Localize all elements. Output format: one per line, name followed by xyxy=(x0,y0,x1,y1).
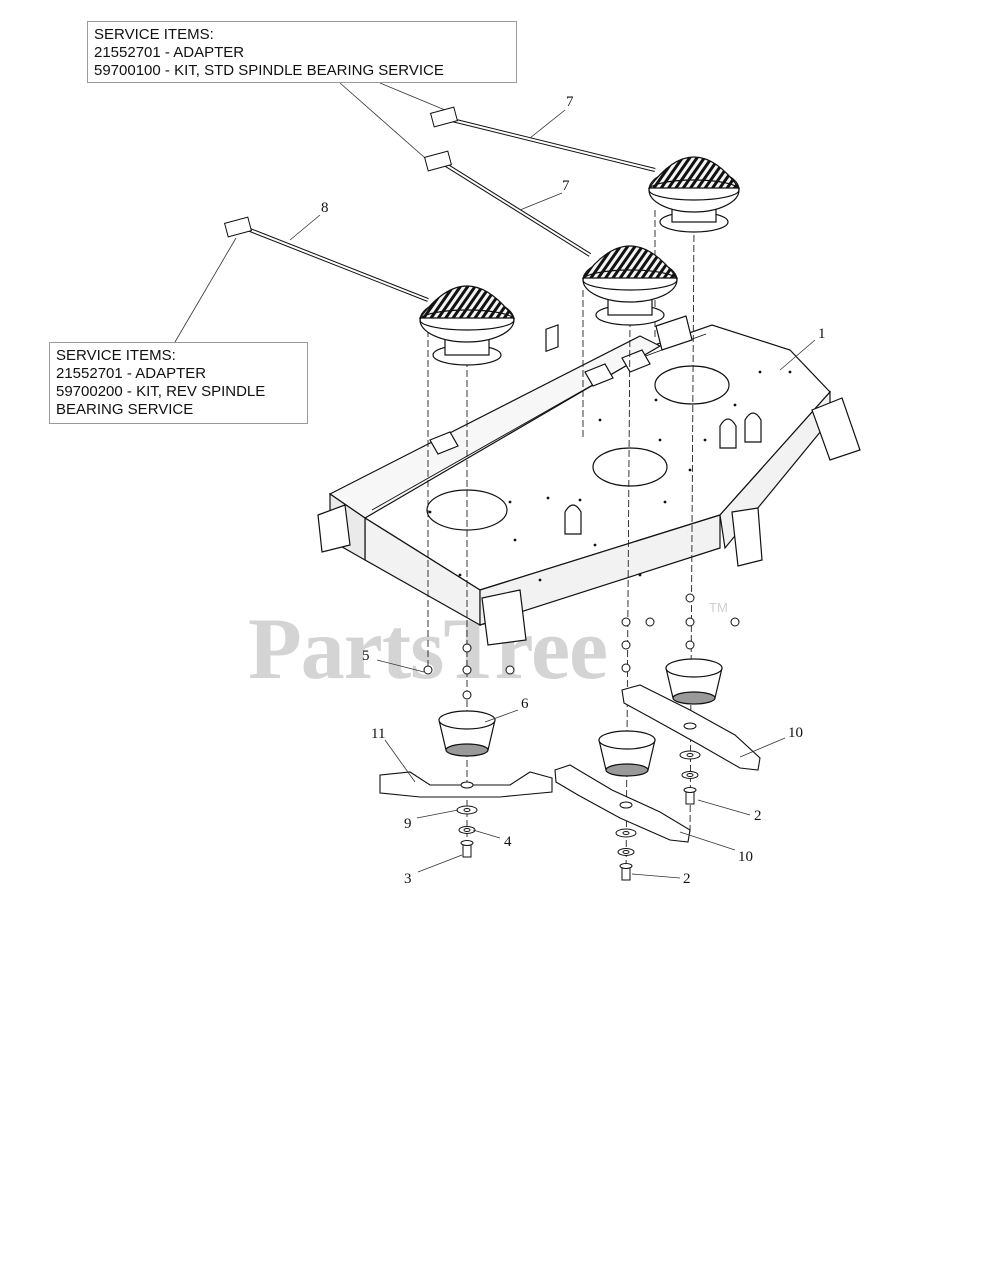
service-line: BEARING SERVICE xyxy=(56,401,194,418)
watermark-trademark: TM xyxy=(709,600,728,615)
callout-10-right: 10 xyxy=(788,725,803,741)
callout-2-center: 2 xyxy=(683,871,691,887)
callout-leaders xyxy=(289,109,816,879)
watermark: PartsTree TM xyxy=(248,600,728,698)
service-line: 21552701 - ADAPTER xyxy=(56,365,207,382)
callout-11: 11 xyxy=(371,726,385,742)
watermark-text: PartsTree xyxy=(248,601,607,698)
mower-deck xyxy=(317,315,861,646)
service-line: SERVICE ITEMS: xyxy=(56,347,176,364)
washers-and-bolts xyxy=(456,750,701,881)
harness-connectors xyxy=(223,106,459,238)
callout-3: 3 xyxy=(404,871,412,887)
blade-center-holes xyxy=(460,722,697,809)
mower-blades xyxy=(379,684,761,843)
callout-numbers: 1 7 7 8 5 6 11 10 9 4 3 2 10 2 xyxy=(321,94,826,887)
service-line: 21552701 - ADAPTER xyxy=(94,44,245,61)
callout-5: 5 xyxy=(362,648,370,664)
spindle-motor-center xyxy=(581,245,679,326)
callout-7-center: 7 xyxy=(562,178,570,194)
wire-harnesses xyxy=(249,118,656,302)
callout-7-rear: 7 xyxy=(566,94,574,110)
service-line: 59700100 - KIT, STD SPINDLE BEARING SERV… xyxy=(94,62,444,79)
callout-1: 1 xyxy=(818,326,826,342)
service-leaders xyxy=(174,82,446,343)
blade-adapters xyxy=(438,658,723,777)
callout-4: 4 xyxy=(504,834,512,850)
spindle-motor-left xyxy=(418,285,516,366)
service-line: 59700200 - KIT, REV SPINDLE xyxy=(56,383,266,400)
service-line: SERVICE ITEMS: xyxy=(94,26,214,43)
service-items-std-box: SERVICE ITEMS: 21552701 - ADAPTER 597001… xyxy=(87,21,517,83)
spindle-motor-rear xyxy=(647,156,741,233)
callout-10-center: 10 xyxy=(738,849,753,865)
callout-9: 9 xyxy=(404,816,412,832)
callout-6: 6 xyxy=(521,696,529,712)
hex-nuts xyxy=(423,593,740,700)
assembly-centerlines xyxy=(427,210,695,881)
deck-holes xyxy=(428,370,792,582)
callout-2-right: 2 xyxy=(754,808,762,824)
service-items-rev-box: SERVICE ITEMS: 21552701 - ADAPTER 597002… xyxy=(49,342,308,424)
callout-8: 8 xyxy=(321,200,329,216)
